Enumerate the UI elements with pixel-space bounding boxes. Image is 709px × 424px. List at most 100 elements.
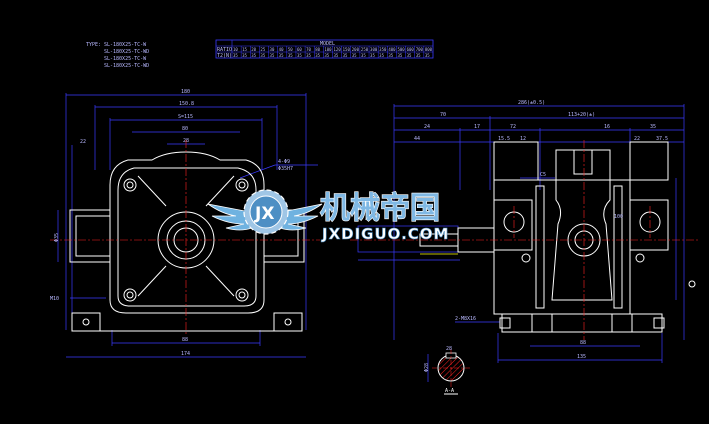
spec-table-row1-label: RATIO (217, 47, 232, 53)
spec-table-cell: 35 (388, 53, 393, 58)
spec-table-row2-label: T2(N) (217, 53, 232, 59)
front-housing-outline (109, 151, 265, 314)
section-dim-2: 28 (446, 346, 452, 352)
spec-table-cell: 35 (315, 53, 320, 58)
side-tower (551, 149, 613, 301)
front-view: 180 150.8 S=115 80 28 22 4-Φ9 Φ35H7 Φ35 … (50, 89, 320, 358)
side-dim-right-text: 100 (614, 214, 623, 220)
front-bolt-br-in (238, 291, 246, 299)
spec-table-cell: 35 (270, 53, 275, 58)
front-dim-overall-text: 180 (181, 89, 190, 95)
side-foot-hole-1 (521, 253, 531, 263)
front-bolt-br (235, 288, 249, 302)
side-dim-bottom-2-text: 135 (577, 354, 586, 360)
spec-table-cell: 10 (233, 47, 238, 52)
spec-table-cell: 35 (233, 53, 238, 58)
side-dim-row-b-1: 44 (414, 136, 420, 142)
spec-table-cell: 35 (306, 53, 311, 58)
side-dim-row-b-3: 12 (520, 136, 526, 142)
spec-table-cell: 30 (270, 47, 275, 52)
type-legend: TYPE: SL-180X25-TC-W SL-180X25-TC-WD SL-… (86, 42, 149, 69)
front-foot-left (71, 312, 101, 332)
type-legend-title: TYPE: (86, 42, 101, 48)
front-rib-right-upper (205, 175, 235, 207)
spec-table-cell: 35 (416, 53, 421, 58)
spec-table-cell: 500 (397, 47, 405, 52)
spec-table-frame (215, 39, 434, 59)
side-dim-top-1-text: 70 (440, 112, 446, 118)
spec-table-cell: 250 (361, 47, 369, 52)
front-dim-bottom-1-text: 88 (182, 337, 188, 343)
side-top-plate (493, 141, 539, 181)
side-nut-left (499, 317, 511, 329)
side-foot-hole-2 (635, 253, 645, 263)
side-dim-overall-text: 286(±0.5) (518, 100, 545, 106)
spec-table-cell: 35 (352, 53, 357, 58)
front-flange-left-inner (75, 215, 111, 257)
side-tower-slot (573, 149, 593, 175)
spec-table-cell: 35 (297, 53, 302, 58)
front-housing-inner (117, 167, 257, 307)
spec-table: 1035153520352535303540355035603570358035… (215, 39, 434, 59)
front-left-note: M10 (50, 296, 59, 302)
front-dim-leader (239, 164, 276, 179)
spec-table-cell: 400 (388, 47, 396, 52)
front-dim-top-2-text: S=115 (178, 114, 193, 120)
watermark-logo-letters: JX (254, 204, 274, 224)
spec-table-cell: 20 (251, 47, 256, 52)
spec-table-cell: 70 (306, 47, 311, 52)
section-view: Φ28 28 A-A (424, 346, 470, 395)
side-dim-row-a-3: 72 (510, 124, 516, 130)
watermark: JX 机械帝国 JXDIGUO.COM (207, 189, 449, 243)
front-foot-right (273, 312, 303, 332)
front-flange-note-2: Φ35H7 (278, 166, 293, 172)
front-bolt-tr-in (238, 181, 246, 189)
front-dim-top-4-text: 28 (183, 138, 189, 144)
front-foot-hole-l (82, 318, 90, 326)
front-centerlines (50, 140, 320, 335)
front-dim-bottom-2-text: 174 (181, 351, 190, 357)
spec-table-columns: 1035153520352535303540355035603570358035… (231, 40, 433, 58)
spec-table-cell: 600 (407, 47, 415, 52)
watermark-en: JXDIGUO.COM (321, 225, 449, 243)
watermark-gear-inner (249, 195, 283, 229)
spec-table-cell: 35 (334, 53, 339, 58)
side-dimension-lines (357, 104, 685, 363)
spec-table-cell: 80 (315, 47, 320, 52)
side-foot-left (501, 313, 533, 333)
front-dim-top-3-text: 80 (182, 126, 188, 132)
side-dim-row-a-4: 16 (604, 124, 610, 130)
spec-table-cell: 200 (352, 47, 360, 52)
spec-table-cell: 120 (334, 47, 342, 52)
spec-table-cell: 300 (370, 47, 378, 52)
spec-table-header: MODEL (320, 41, 335, 47)
watermark-wing-right (279, 203, 323, 231)
front-foot-hole-r (284, 318, 292, 326)
spec-table-cell: 150 (343, 47, 351, 52)
side-dim-row-a-2: 17 (474, 124, 480, 130)
side-flange-right (629, 199, 669, 251)
spec-table-cell: 35 (397, 53, 402, 58)
front-dimension-lines (57, 93, 318, 358)
front-rib-left-lower (137, 265, 167, 297)
spec-table-cell: 35 (260, 53, 265, 58)
spec-table-cell: 35 (251, 53, 256, 58)
spec-table-cell: 800 (425, 47, 433, 52)
side-dim-row-b-2: 15.5 (498, 136, 510, 142)
side-body-inner-right (613, 185, 623, 309)
side-body-inner-left (535, 185, 545, 309)
spec-table-cell: 15 (242, 47, 247, 52)
spec-table-cell: 40 (279, 47, 284, 52)
type-legend-line-2: SL-180X25-TC-WD (104, 49, 149, 55)
front-bolt-bl (123, 288, 137, 302)
side-dim-row-b-5: 37.5 (656, 136, 668, 142)
side-nut-right (653, 317, 665, 329)
spec-table-cell: 35 (343, 53, 348, 58)
side-keyway-note: C5 (540, 172, 546, 178)
spec-table-cell: 35 (361, 53, 366, 58)
side-flange-left (493, 199, 533, 251)
front-rib-right-lower (205, 265, 235, 297)
front-bolt-tr (235, 178, 249, 192)
watermark-wing-left (207, 203, 253, 231)
